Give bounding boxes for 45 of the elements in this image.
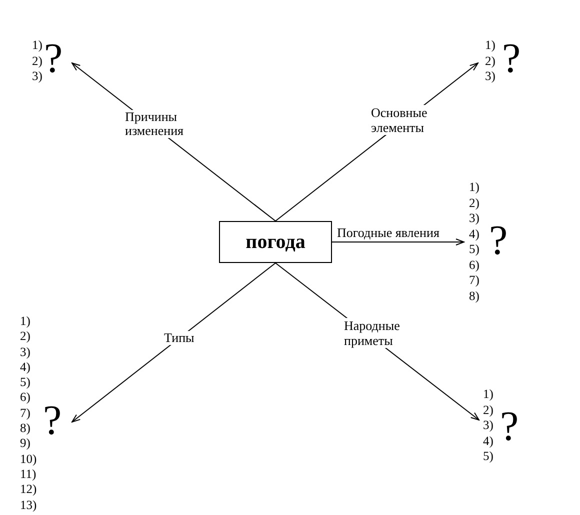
list-number: 2) [485,54,496,69]
question-mark: ? [489,220,508,262]
question-mark: ? [500,406,519,448]
list-number: 4) [469,226,480,242]
list-number: 1) [20,314,30,330]
edge-label: Погодные явления [336,226,440,240]
edge-label: Причины изменения [124,110,185,138]
list-number: 3) [483,418,494,434]
list-number: 3) [32,69,42,84]
edge-label: Народные приметы [343,318,401,348]
list-number: 1) [32,38,42,54]
topic-box: погода [219,221,332,263]
list-number: 2) [20,329,30,345]
list-number: 1) [485,38,496,54]
list-number: 6) [469,258,480,273]
list-number: 5) [483,449,494,464]
list-number: 3) [469,211,480,226]
arrow [72,262,276,422]
list-number: 10) [20,452,37,467]
list-number: 5) [20,375,30,390]
list-number: 8) [20,421,30,436]
list-number: 7) [469,273,480,288]
list-number: 3) [20,344,30,360]
question-mark: ? [43,400,62,442]
list-number: 4) [483,434,494,449]
list-number: 8) [469,288,480,304]
question-mark: ? [44,38,63,80]
list-number: 11) [20,466,36,482]
list-number: 1) [483,387,494,402]
question-mark: ? [502,38,521,80]
list-number: 4) [20,360,30,376]
list-number: 6) [20,390,30,406]
arrow [332,238,464,246]
list-number: 2) [32,54,42,69]
list-number: 2) [483,402,494,418]
list-number: 13) [20,498,37,513]
list-number: 9) [20,436,30,452]
list-number: 1) [469,180,480,196]
edge-label: Типы [163,331,196,345]
list-number: 7) [20,406,30,422]
list-number: 12) [20,482,37,498]
list-number: 2) [469,196,480,211]
edge-label: Основные элементы [370,105,428,135]
list-number: 5) [469,242,480,258]
list-number: 3) [485,69,496,84]
